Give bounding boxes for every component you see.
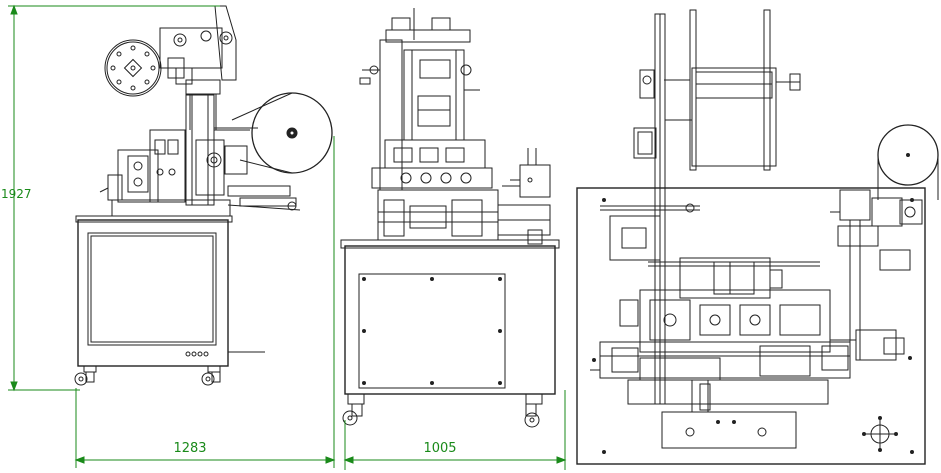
front-caster-right bbox=[201, 365, 221, 386]
front-width-dimension bbox=[74, 136, 336, 468]
side-caster-left bbox=[342, 393, 365, 426]
front-cabinet-panel bbox=[87, 232, 217, 346]
side-view bbox=[340, 8, 560, 428]
top-mount-plate bbox=[661, 411, 797, 449]
crosshair-mark bbox=[862, 416, 898, 452]
front-view bbox=[74, 5, 333, 386]
side-width-dimension bbox=[343, 390, 567, 470]
side-width-label: 1005 bbox=[423, 441, 456, 456]
front-cabinet bbox=[77, 219, 229, 367]
top-right-roll bbox=[877, 124, 939, 200]
side-caster-right bbox=[524, 393, 543, 428]
top-view bbox=[576, 9, 939, 465]
front-width-label: 1283 bbox=[173, 441, 206, 456]
front-label-reel bbox=[104, 39, 162, 97]
height-dimension bbox=[8, 4, 220, 392]
side-cabinet-panel bbox=[358, 273, 506, 389]
front-caster-left bbox=[74, 365, 97, 386]
side-cabinet bbox=[344, 245, 556, 395]
top-base-plate bbox=[576, 187, 926, 465]
height-label: 1927 bbox=[1, 187, 32, 201]
front-roll bbox=[231, 92, 333, 174]
front-cabinet-top bbox=[75, 215, 233, 223]
